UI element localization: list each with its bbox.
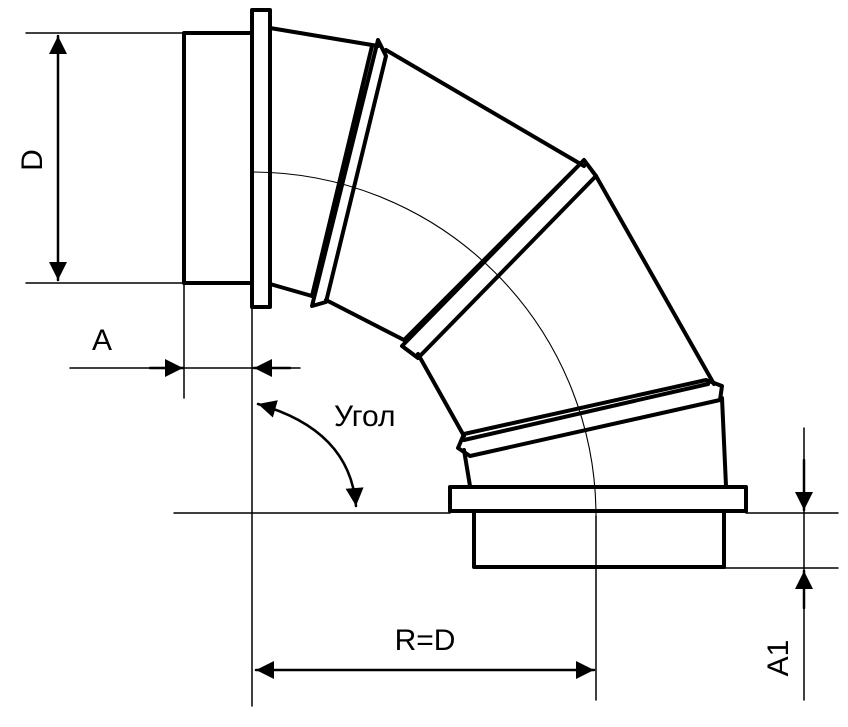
joint-ring-1 [310,38,388,308]
elbow-segment-1 [268,26,380,298]
d-label: D [16,149,49,171]
angle-arc [256,400,364,508]
a1-label: A1 [762,640,795,677]
center-arc [251,171,597,517]
angle-label: Угол [334,400,396,433]
radius-label: R=D [395,624,456,657]
a-label: A [92,324,112,357]
left-flange [250,8,272,309]
elbow-segment-4 [462,396,728,488]
left-spigot [182,31,254,285]
joint-ring-3 [456,378,724,458]
joint-ring-2 [400,158,598,360]
elbow-segment-2 [324,48,586,342]
bottom-flange [448,485,748,513]
elbow-segment-3 [416,174,716,438]
bottom-spigot [472,509,726,569]
